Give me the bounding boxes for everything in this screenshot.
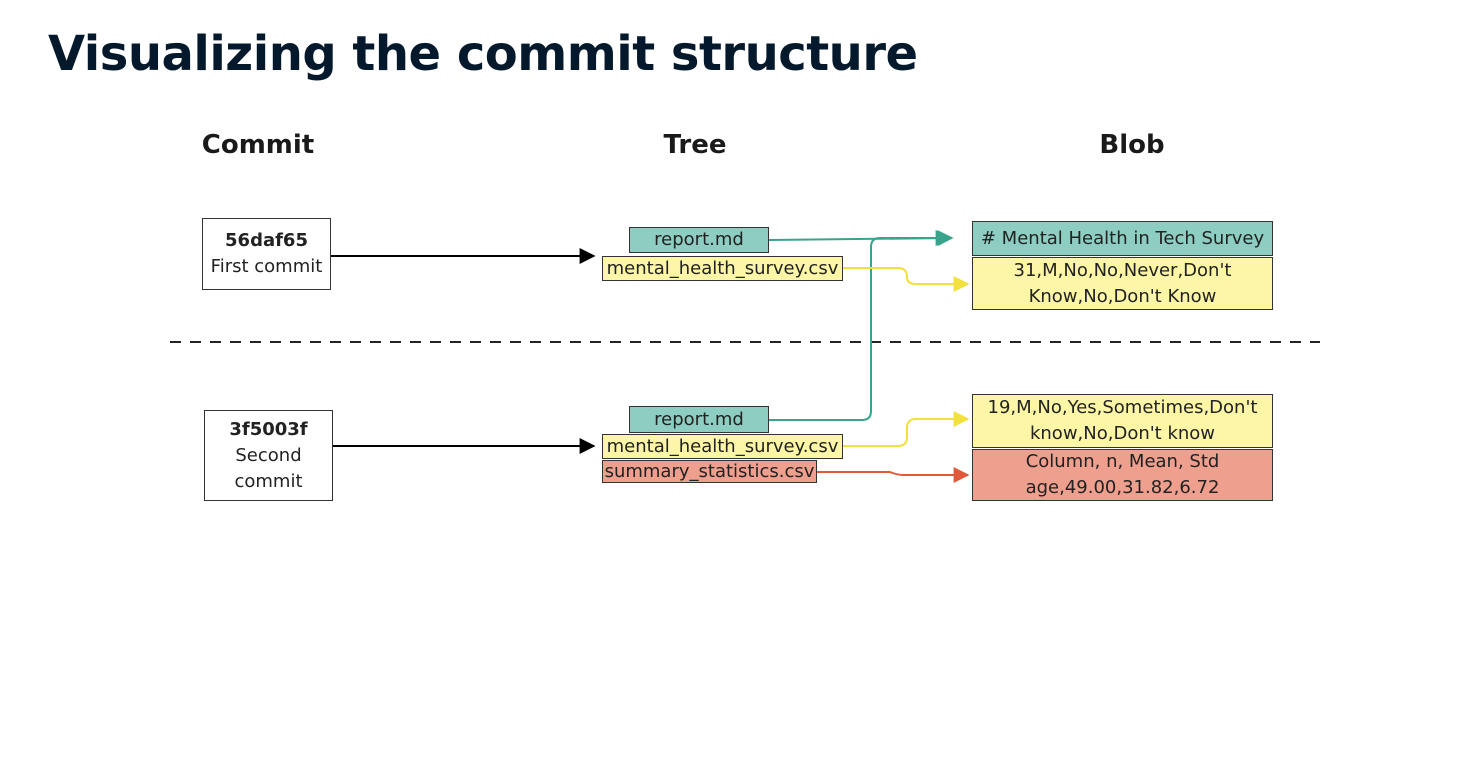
page-title: Visualizing the commit structure xyxy=(48,26,918,82)
blob-content-line-2: Know,No,Don't Know xyxy=(1028,285,1217,307)
commit-message-line-1: Second xyxy=(235,444,302,466)
commit-column-header: Commit xyxy=(201,130,315,160)
blob-survey-v1[interactable]: 31,M,No,No,Never,Don't Know,No,Don't Kno… xyxy=(972,257,1273,310)
tree-item-report-md-second[interactable]: report.md xyxy=(629,406,769,433)
tree-item-report-md-first[interactable]: report.md xyxy=(629,227,769,253)
blob-survey-v2[interactable]: 19,M,No,Yes,Sometimes,Don't know,No,Don'… xyxy=(972,394,1273,448)
blob-summary-statistics[interactable]: Column, n, Mean, Std age,49.00,31.82,6.7… xyxy=(972,449,1273,501)
arrow-survey2-to-survey-blob-v2 xyxy=(843,411,970,447)
blob-content-line-1: 31,M,No,No,Never,Don't xyxy=(1013,259,1232,281)
arrow-summary-to-summary-blob xyxy=(817,467,970,483)
commit-hash: 3f5003f xyxy=(229,418,308,440)
arrow-survey1-to-survey-blob-v1 xyxy=(843,267,970,292)
blob-content-line-2: know,No,Don't know xyxy=(1029,423,1216,444)
tree-item-summary-csv[interactable]: summary_statistics.csv xyxy=(602,460,817,483)
commit-hash: 56daf65 xyxy=(225,230,308,251)
commit-message: First commit xyxy=(210,256,323,277)
blob-report-md[interactable]: # Mental Health in Tech Survey xyxy=(972,221,1273,256)
arrow-report2-to-report-blob xyxy=(769,230,952,421)
blob-content: # Mental Health in Tech Survey xyxy=(980,227,1265,249)
commit-box-first[interactable]: 56daf65 First commit xyxy=(202,218,331,290)
blob-column-header: Blob xyxy=(1099,130,1165,160)
tree-column-header: Tree xyxy=(663,130,727,160)
blob-content-line-1: Column, n, Mean, Std xyxy=(1025,451,1220,472)
commit-box-second[interactable]: 3f5003f Second commit xyxy=(204,410,333,501)
blob-content-line-1: 19,M,No,Yes,Sometimes,Don't xyxy=(987,397,1258,418)
commit-message-line-2: commit xyxy=(234,470,303,492)
tree-item-survey-csv-second[interactable]: mental_health_survey.csv xyxy=(602,434,843,459)
blob-content-line-2: age,49.00,31.82,6.72 xyxy=(1025,477,1220,498)
tree-item-survey-csv-first[interactable]: mental_health_survey.csv xyxy=(602,256,843,281)
